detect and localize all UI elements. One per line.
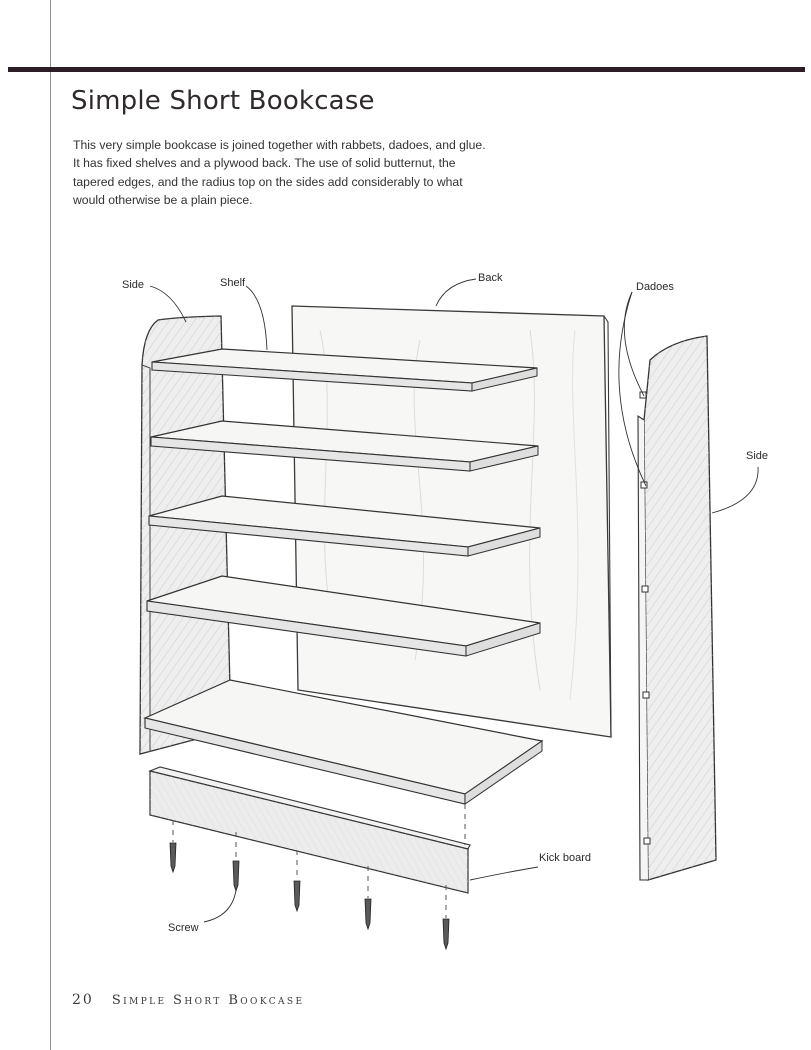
label-kick-board: Kick board	[539, 852, 591, 864]
margin-line	[50, 0, 51, 1050]
page-number: 20	[72, 992, 94, 1008]
shelf-3	[148, 495, 541, 557]
leader-lines	[149, 278, 759, 923]
right-side-panel	[637, 335, 717, 881]
shelf-1	[151, 348, 538, 392]
screws	[169, 842, 450, 951]
bookcase-exploded-diagram: Side Shelf Back Dadoes Side Kick board S…	[122, 272, 768, 951]
label-shelf: Shelf	[220, 277, 246, 289]
label-side-right: Side	[746, 450, 768, 462]
label-side-left: Side	[122, 279, 144, 291]
top-rule	[8, 67, 805, 72]
page-footer: 20 Simple Short Bookcase	[72, 989, 304, 1008]
label-screw: Screw	[168, 922, 199, 934]
label-dadoes: Dadoes	[636, 281, 674, 293]
running-head: Simple Short Bookcase	[111, 993, 305, 1008]
intro-paragraph: This very simple bookcase is joined toge…	[73, 138, 486, 208]
screw-guides	[172, 804, 466, 918]
kick-board	[148, 766, 471, 894]
label-back: Back	[478, 272, 503, 284]
shelf-4	[146, 575, 541, 657]
shelf-2	[150, 420, 539, 472]
page-title: Simple Short Bookcase	[71, 86, 375, 116]
